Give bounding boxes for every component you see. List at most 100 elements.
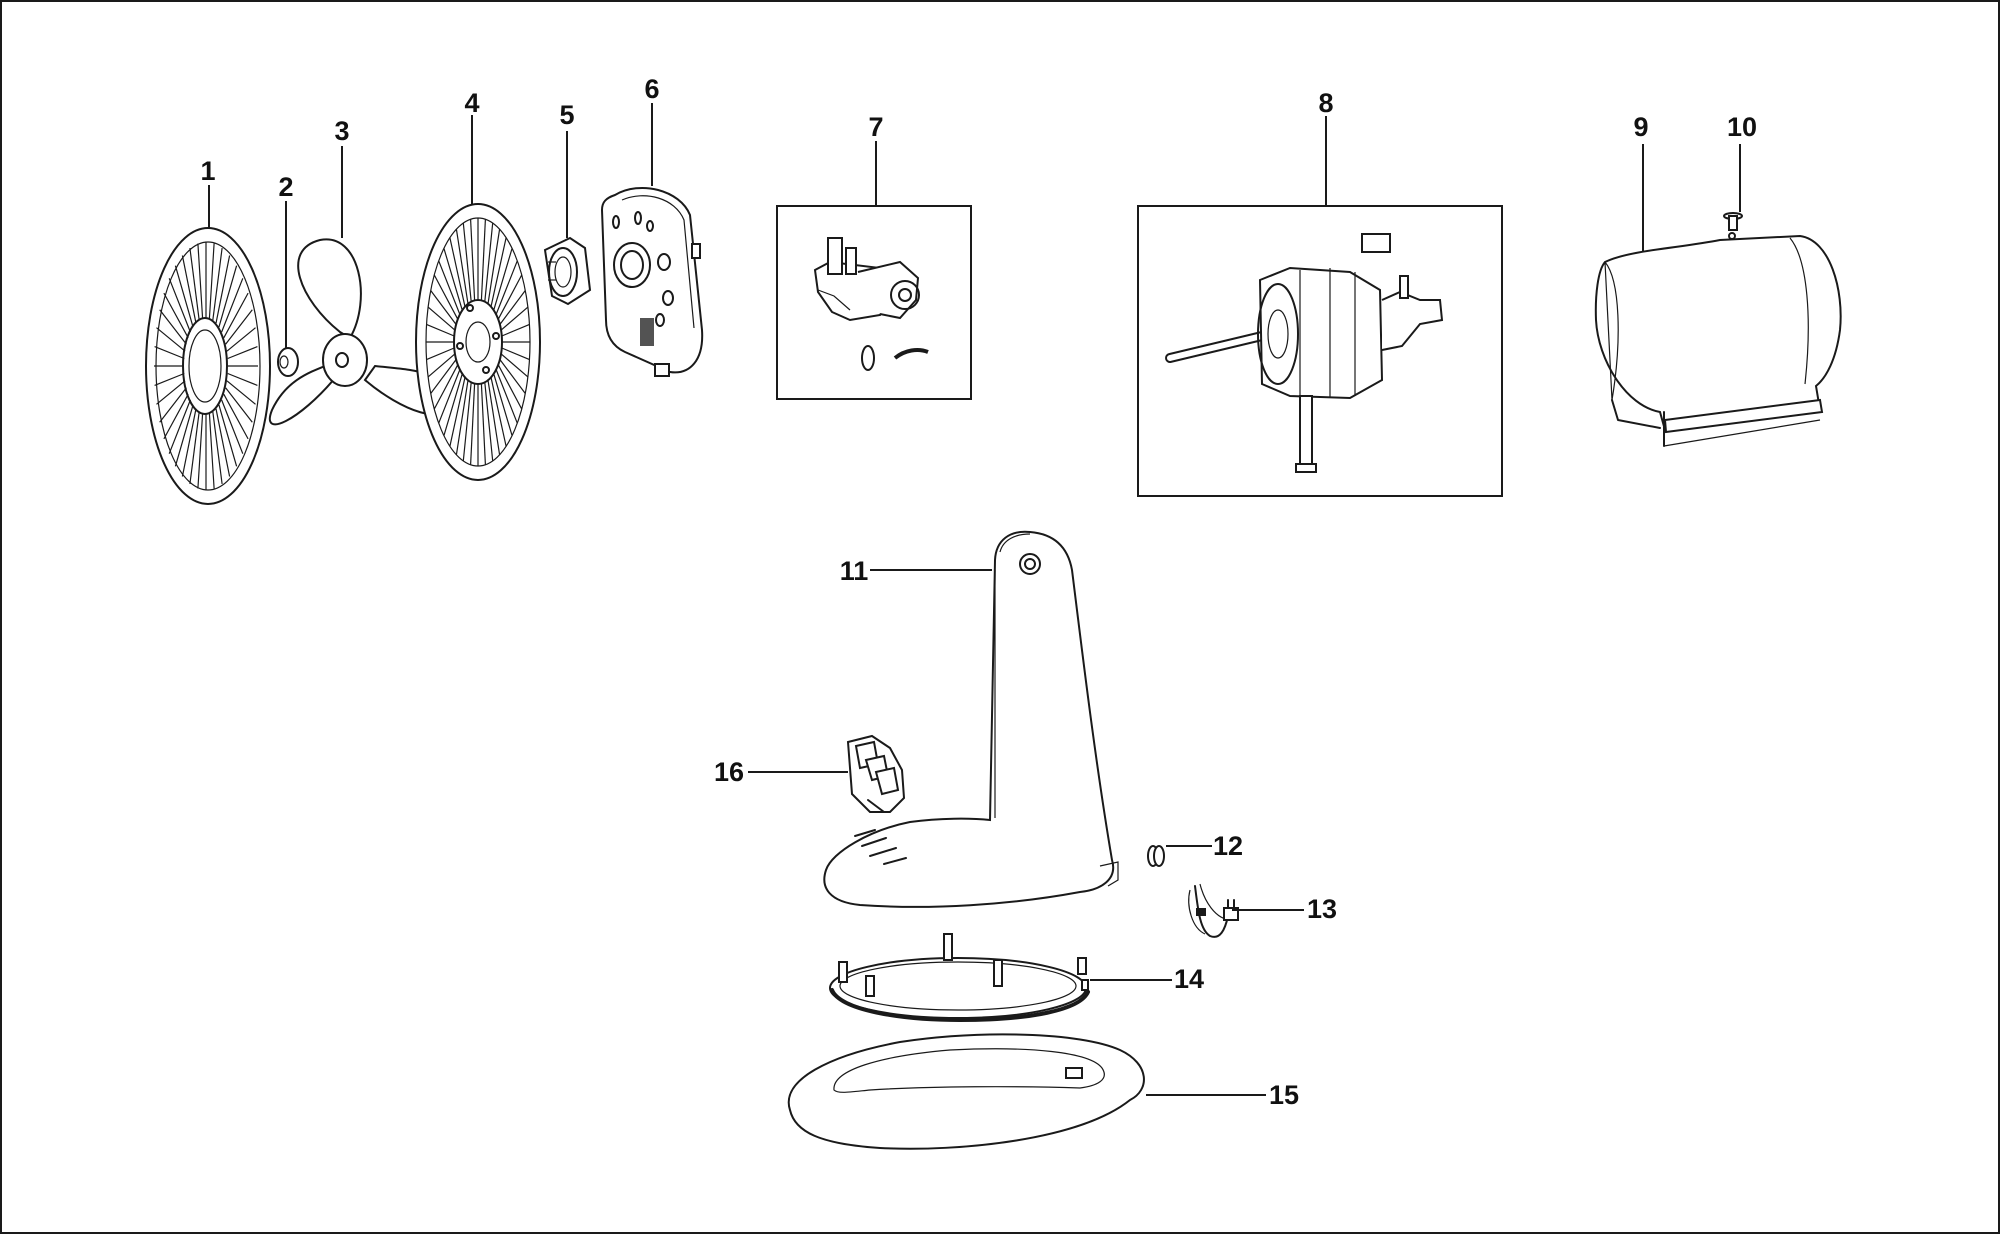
- callout-4: 4: [464, 88, 479, 118]
- grille-spoke: [154, 346, 185, 360]
- grille-spoke: [215, 408, 231, 477]
- grille-spoke: [189, 248, 200, 321]
- part-4-rear-grille: [415, 203, 541, 481]
- grille-spoke: [493, 248, 513, 311]
- grille-spoke: [181, 408, 197, 477]
- callout-8: 8: [1318, 88, 1333, 118]
- grille-spoke: [470, 219, 476, 301]
- callout-7: 7: [868, 112, 883, 142]
- grille-spoke: [470, 383, 476, 465]
- grille-spoke: [427, 306, 456, 331]
- grille-spoke: [433, 274, 459, 320]
- part-7-box: [776, 205, 972, 400]
- callout-3: 3: [334, 116, 349, 146]
- grille-spoke: [181, 255, 197, 324]
- grille-spoke: [156, 380, 186, 405]
- grille-spoke: [490, 237, 507, 307]
- grille-spoke: [159, 387, 187, 423]
- grille-spoke: [499, 359, 526, 394]
- grille-spoke: [225, 309, 253, 345]
- grille-spoke: [495, 369, 518, 424]
- grille-spoke: [168, 399, 191, 454]
- part-16-switch: [846, 734, 906, 813]
- grille-spoke: [462, 222, 472, 302]
- part-14-base-plate: [829, 933, 1090, 1022]
- grille-spoke: [500, 306, 529, 331]
- callout-13: 13: [1307, 894, 1337, 924]
- callout-14: 14: [1174, 964, 1204, 994]
- callout-10: 10: [1727, 112, 1757, 142]
- part-5-mounting-nut: [543, 236, 592, 306]
- part-9-rear-cover: [1594, 232, 1842, 447]
- grille-spoke: [226, 380, 256, 405]
- grille-spoke: [480, 219, 486, 301]
- callout-15: 15: [1269, 1080, 1299, 1110]
- grille-spoke: [462, 382, 472, 462]
- callout-9: 9: [1633, 112, 1648, 142]
- grille-spoke: [218, 404, 238, 467]
- grille-spoke: [433, 364, 459, 410]
- callout-2: 2: [278, 172, 293, 202]
- callout-5: 5: [559, 100, 574, 130]
- grille-spoke: [197, 243, 204, 319]
- grille-spoke: [430, 290, 457, 325]
- grille-spoke: [490, 377, 507, 447]
- part-11-stand-body: [823, 530, 1119, 908]
- callout-labels: 1 2 3 4 5 6 7 8 9 10 11 12 13 14 15 16: [200, 74, 1757, 1110]
- grille-spoke: [443, 248, 463, 311]
- grille-spoke: [159, 309, 187, 345]
- grille-spoke: [426, 323, 455, 337]
- callout-16: 16: [714, 757, 744, 787]
- part-8-box: [1137, 205, 1503, 497]
- grille-spoke: [154, 372, 185, 386]
- part-8-motor: [1137, 205, 1503, 497]
- grille-spoke: [212, 248, 223, 321]
- grille-spoke: [500, 353, 529, 378]
- grille-spoke: [449, 237, 466, 307]
- grille-spoke: [208, 413, 215, 489]
- grille-spoke: [218, 265, 238, 328]
- grille-spoke: [455, 229, 469, 304]
- grille-spoke: [455, 380, 469, 455]
- grille-spoke: [443, 373, 463, 436]
- callout-6: 6: [644, 74, 659, 104]
- part-7-gearbox: [776, 205, 972, 400]
- part-10-screw: [1723, 212, 1743, 231]
- grille-spoke: [501, 347, 530, 361]
- grille-spoke: [449, 377, 466, 447]
- leader-lines: [208, 103, 1741, 1096]
- grille-spoke: [484, 382, 494, 462]
- grille-spoke: [168, 278, 191, 333]
- grille-spoke: [480, 383, 486, 465]
- part-2-spinner: [277, 347, 299, 377]
- grille-spoke: [225, 387, 253, 423]
- grille-spoke: [497, 364, 523, 410]
- callout-1: 1: [200, 156, 215, 186]
- grille-spoke: [215, 255, 231, 324]
- grille-spoke: [163, 292, 189, 339]
- callout-11: 11: [840, 556, 869, 586]
- part-1-front-grille: [145, 227, 271, 505]
- grille-spoke: [226, 327, 256, 352]
- grille-spoke: [227, 346, 258, 360]
- grille-spoke: [497, 274, 523, 320]
- grille-spoke: [156, 327, 186, 352]
- grille-spoke: [174, 265, 194, 328]
- grille-spoke: [221, 278, 244, 333]
- grille-spoke: [487, 229, 501, 304]
- part-15-base-shell: [787, 1033, 1145, 1150]
- grille-spoke: [438, 369, 461, 424]
- grille-spoke: [227, 372, 258, 386]
- grille-spoke: [487, 380, 501, 455]
- grille-spoke: [493, 373, 513, 436]
- grille-spoke: [430, 359, 457, 394]
- grille-spoke: [426, 347, 455, 361]
- callout-12: 12: [1213, 831, 1243, 861]
- grille-spoke: [208, 243, 215, 319]
- grille-spoke: [484, 222, 494, 302]
- grille-spoke: [221, 399, 244, 454]
- grille-spoke: [438, 260, 461, 315]
- grille-spoke: [174, 404, 194, 467]
